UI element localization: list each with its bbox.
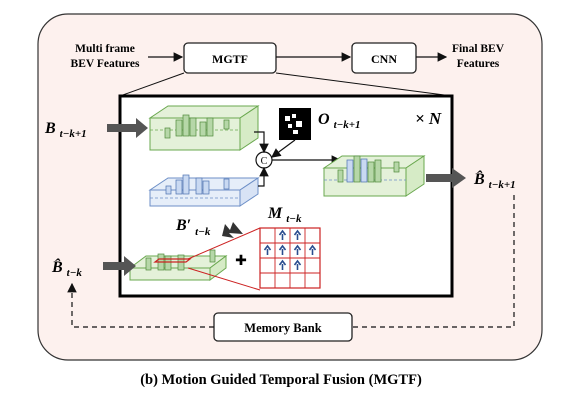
dashed-memory-to-prev (67, 282, 214, 328)
input-features-line2: BEV Features (71, 58, 140, 70)
motion-vector-arrow (278, 259, 287, 270)
motion-vector-arrow (278, 229, 287, 240)
input-features-line1: Multi frame (75, 43, 135, 55)
repeat-count: × N (415, 109, 442, 128)
figure-caption: (b) Motion Guided Temporal Fusion (MGTF) (140, 372, 422, 388)
plus-symbol: ✚ (235, 254, 247, 269)
mgtf-label: MGTF (212, 52, 248, 66)
current-input-label: B t−k+1 (44, 120, 87, 140)
concat-symbol: C (261, 156, 268, 167)
motion-vector-arrow (278, 244, 287, 255)
output-features-line1: Final BEV (452, 43, 505, 55)
motion-grid (259, 227, 321, 289)
cnn-label: CNN (371, 52, 397, 66)
line-current-to-concat (254, 131, 269, 154)
fused-bev-slab (322, 155, 426, 197)
arrow-output (426, 168, 466, 188)
zoom-line-left (119, 72, 185, 97)
arrow-motion-to-warped (222, 222, 243, 238)
line-warped-to-concat (258, 166, 269, 187)
motion-vector-arrow (293, 259, 302, 270)
current-bev-slab (148, 105, 260, 151)
memory-bank-label: Memory Bank (244, 321, 321, 335)
motion-label: M t−k (267, 205, 302, 225)
occupancy-map (279, 108, 311, 140)
motion-vector-arrow (293, 229, 302, 240)
red-zoom-line-top (187, 227, 261, 260)
line-occupancy-to-concat (271, 139, 296, 158)
mgtf-box (183, 42, 277, 74)
zoom-line-right (275, 72, 453, 97)
motion-vector-arrow (308, 244, 317, 255)
occupancy-label: O t−k+1 (318, 111, 361, 131)
cnn-box (351, 42, 417, 74)
output-features-line2: Features (457, 58, 500, 70)
red-zoom-line-bottom (187, 267, 261, 291)
motion-vector-arrow (293, 244, 302, 255)
arrow-current-input (107, 118, 148, 138)
prev-hat-label: B̂ t−k (51, 257, 82, 279)
motion-vector-arrow (263, 244, 272, 255)
warped-bev-slab (148, 174, 260, 207)
warped-feature-label: B′ t−k (175, 217, 211, 238)
arrow-prev-input (103, 256, 136, 276)
previous-bev-slab (128, 249, 228, 281)
output-hat-label: B̂ t−k+1 (473, 169, 516, 191)
